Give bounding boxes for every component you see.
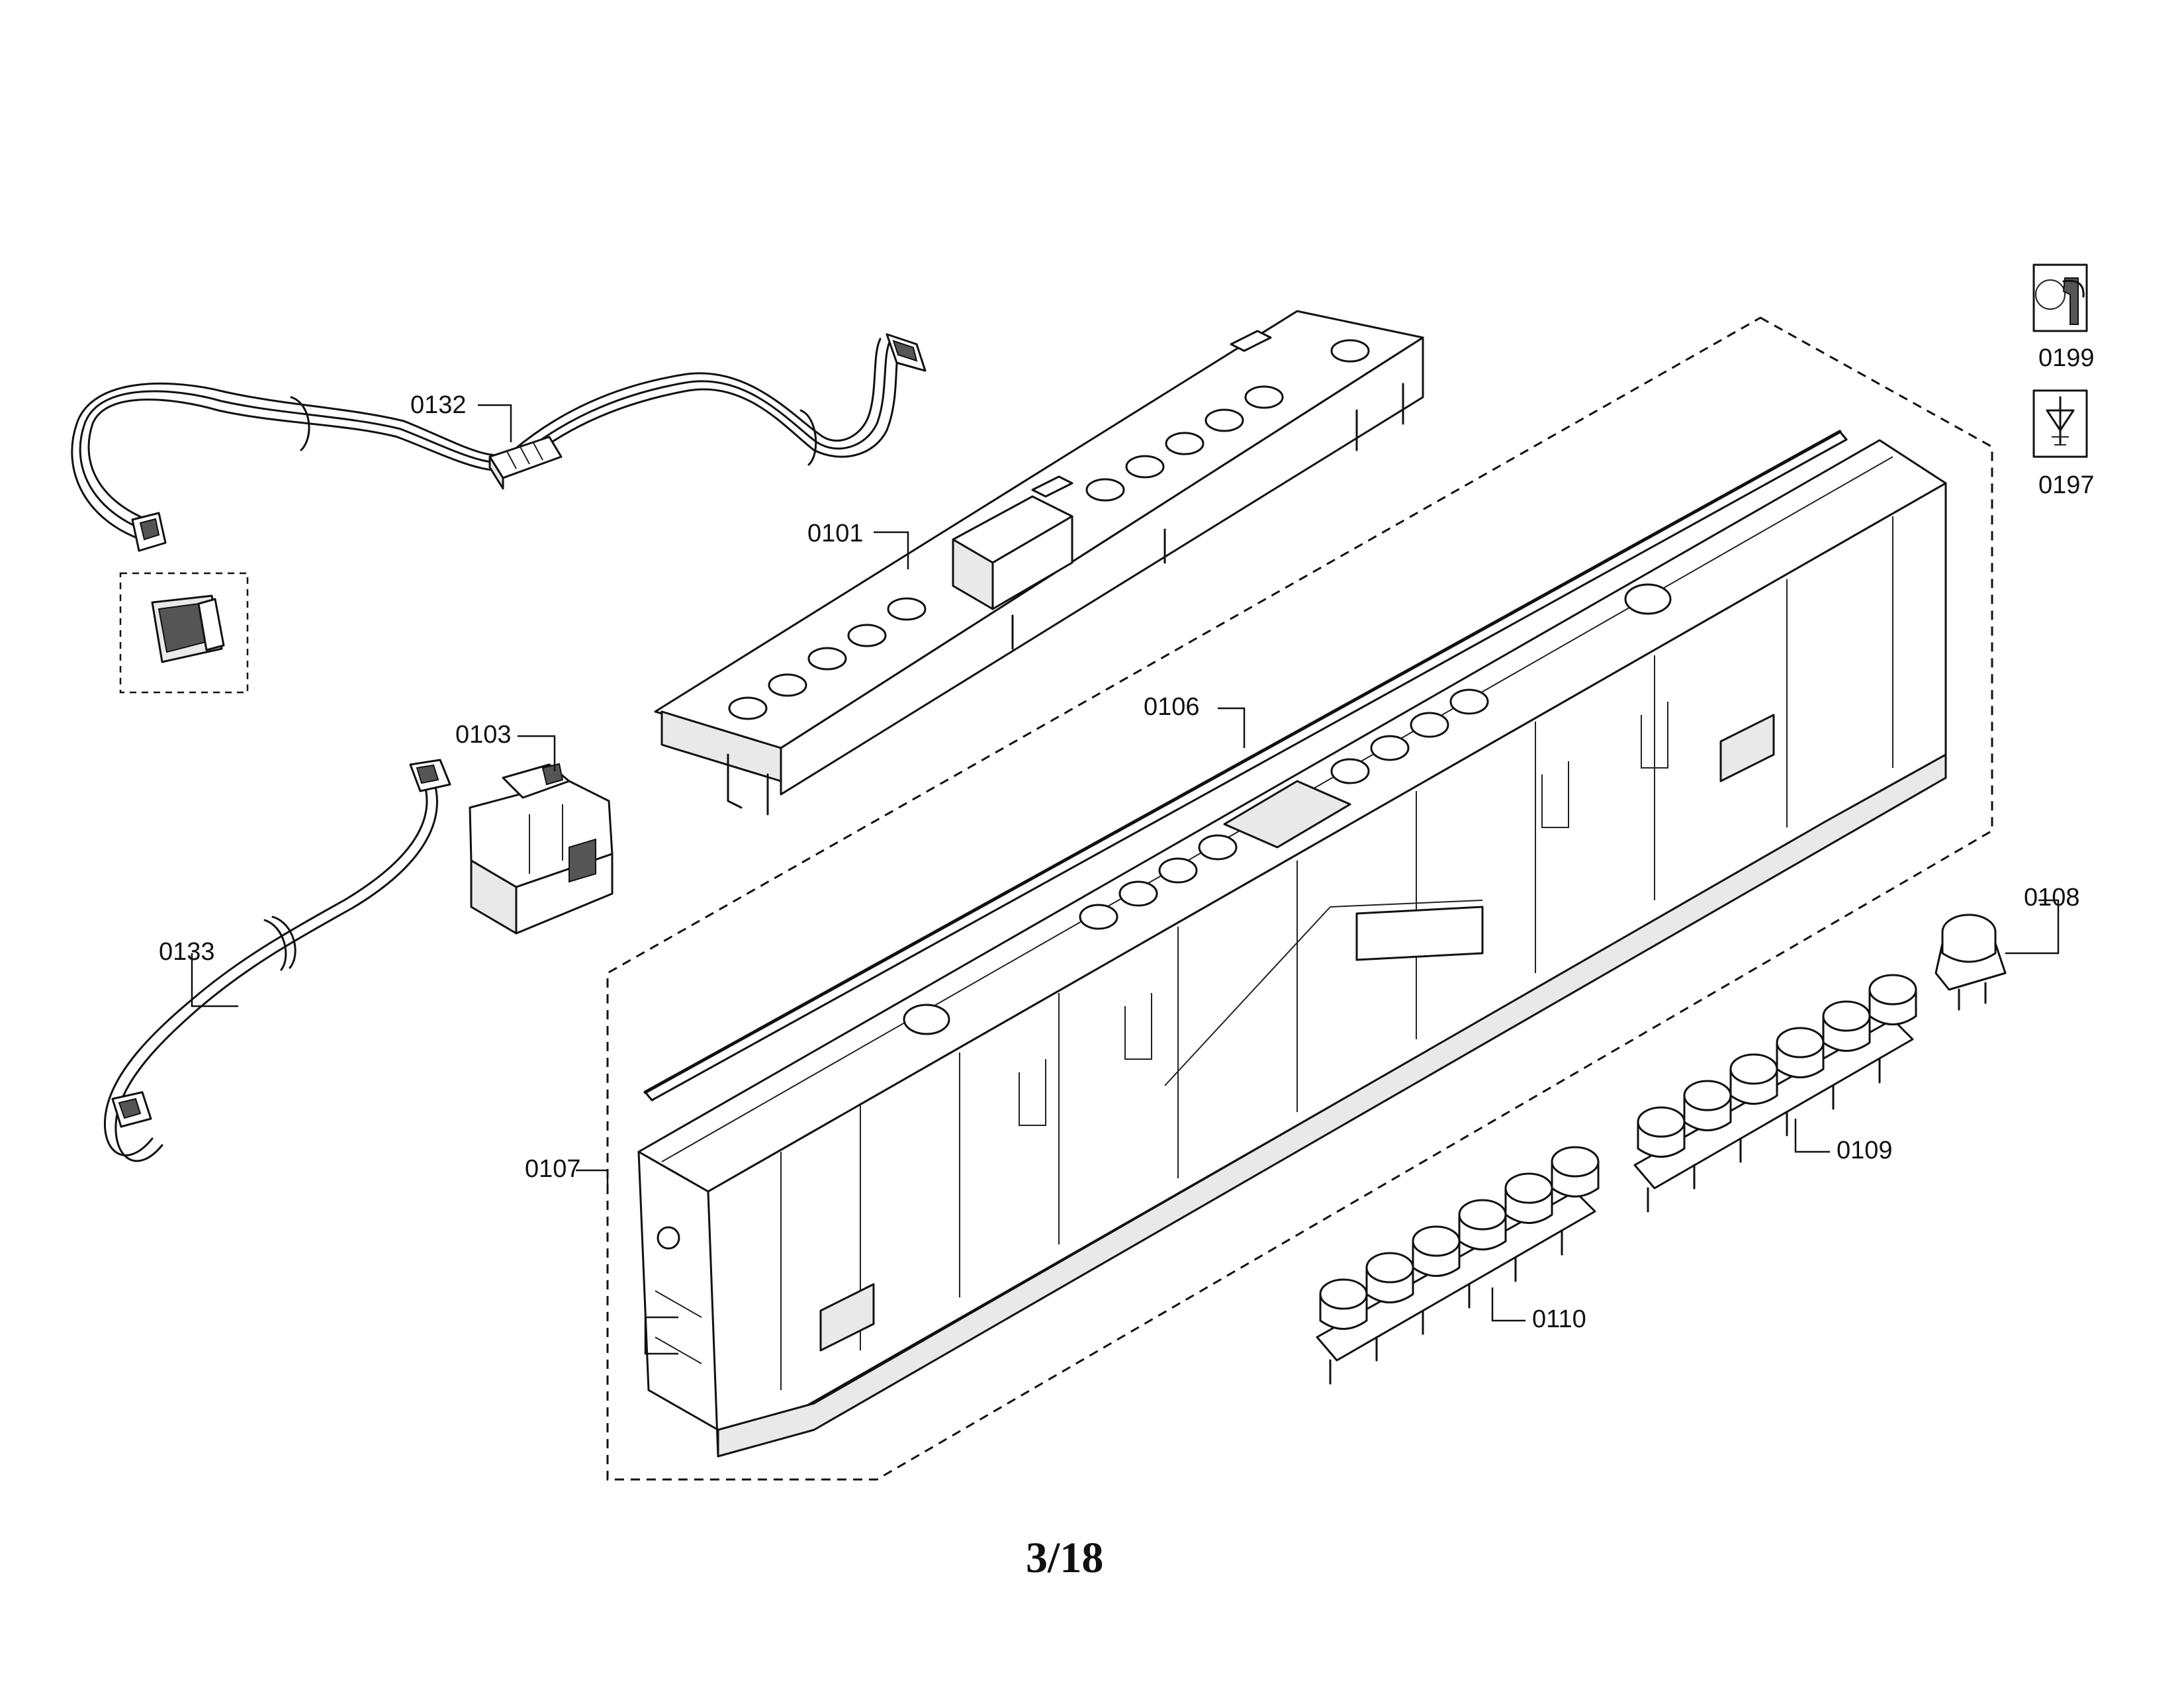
label-0101: 0101: [807, 520, 864, 547]
screw-icon: [2032, 389, 2088, 458]
part-0103-bracket: [469, 763, 614, 935]
harness-0133-connector-bottom: [111, 1091, 152, 1128]
label-0108: 0108: [2024, 884, 2080, 912]
page-number: 3/18: [1026, 1534, 1103, 1582]
leader-lines: [191, 404, 2060, 1355]
frame-button-holes: [903, 583, 1672, 1035]
module-buttons: [728, 339, 1370, 720]
harness-end-connector-left: [131, 512, 167, 552]
part-0106-seal-strip: [643, 430, 1848, 1102]
wire-harness-0132: [71, 333, 927, 552]
frame-interior-ribs: [780, 516, 1893, 1390]
label-0197: 0197: [2038, 471, 2095, 499]
assembly-outline-0107: [606, 316, 1993, 1481]
part-0108-button: [1934, 914, 2007, 1011]
label-0110: 0110: [1532, 1305, 1586, 1333]
part-0107-panel-frame: [637, 439, 1947, 1458]
label-0132: 0132: [410, 391, 467, 419]
label-0103: 0103: [455, 721, 512, 749]
connector-0132: [488, 436, 563, 490]
part-0101-control-module: [654, 310, 1424, 816]
harness-end-connector-right: [886, 333, 927, 372]
wire-harness-0133: [104, 759, 451, 1162]
label-0107: 0107: [525, 1155, 581, 1183]
label-0133: 0133: [159, 938, 215, 966]
part-0110-button-row: [1316, 1146, 1600, 1385]
label-0109: 0109: [1837, 1137, 1893, 1164]
label-0106: 0106: [1144, 693, 1200, 721]
part-labels: 0132 0101 0103 0106 0107 0108 0109 0110 …: [159, 344, 2095, 1582]
service-wrench-icon: [2032, 263, 2088, 332]
part-0109-button-row: [1633, 974, 1917, 1213]
connector-detail-box: [119, 572, 249, 694]
label-0199: 0199: [2038, 344, 2095, 372]
harness-0133-connector-top: [409, 759, 451, 792]
